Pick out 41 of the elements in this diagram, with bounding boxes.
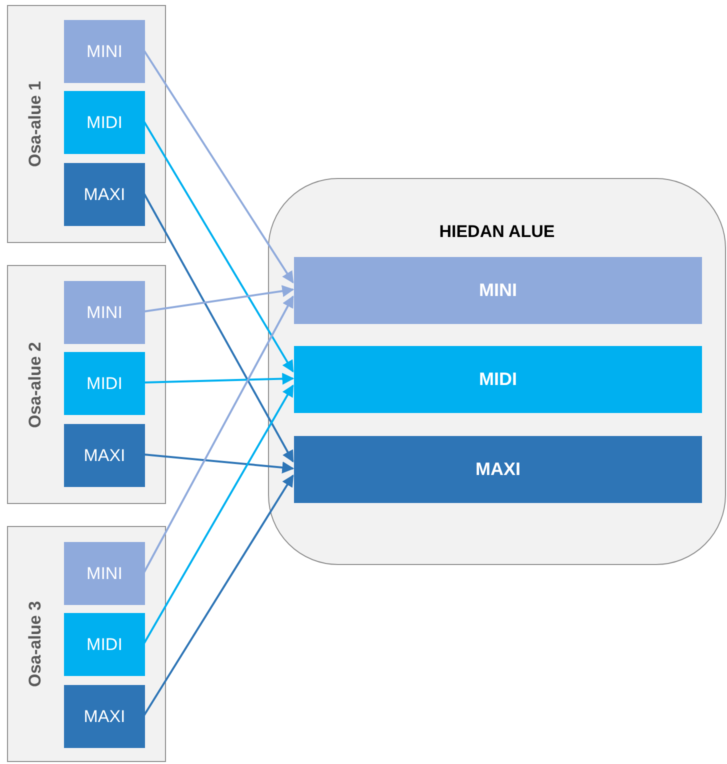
area-title: Osa-alue 1 [24, 81, 46, 167]
arrow [144, 285, 294, 312]
arrow [144, 372, 294, 385]
category-label: MINI [86, 40, 122, 63]
category-box [294, 346, 702, 413]
category-box [64, 352, 145, 415]
category-box [64, 542, 145, 605]
arrow [143, 384, 294, 644]
area-title: Osa-alue 3 [24, 601, 46, 687]
sub-area-panel [7, 265, 166, 504]
category-box [64, 163, 145, 226]
category-box [64, 91, 145, 154]
arrow [143, 120, 294, 373]
category-box [64, 281, 145, 344]
category-box [64, 20, 145, 83]
category-box [64, 424, 145, 487]
arrow [143, 193, 294, 463]
category-label: MIDI [86, 634, 122, 656]
arrow [143, 295, 294, 573]
sub-area-panel [7, 526, 166, 762]
category-box [294, 257, 702, 324]
category-label: MIDI [86, 372, 122, 395]
target-area-panel [268, 178, 726, 565]
arrow [144, 454, 294, 474]
category-box [64, 613, 145, 676]
category-label: MINI [479, 279, 517, 302]
category-box [294, 436, 702, 503]
category-label: MAXI [84, 444, 126, 467]
arrow [143, 474, 294, 716]
category-label: MAXI [84, 184, 126, 206]
category-label: MAXI [84, 706, 126, 728]
category-label: MAXI [476, 458, 520, 481]
area-title: HIEDAN ALUE [438, 221, 556, 243]
category-box [64, 685, 145, 748]
category-label: MINI [86, 562, 122, 585]
area-title: Osa-alue 2 [24, 342, 46, 428]
arrow [143, 50, 294, 284]
sub-area-panel [7, 5, 166, 243]
category-label: MINI [86, 302, 122, 324]
category-label: MIDI [86, 112, 122, 134]
category-label: MIDI [479, 368, 517, 391]
